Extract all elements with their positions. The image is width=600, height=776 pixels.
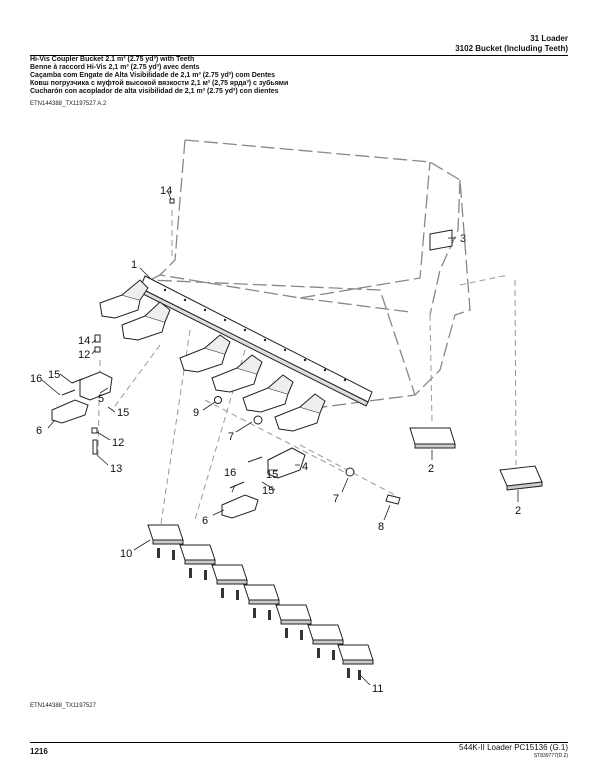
callout-15-alt: 15 (117, 407, 129, 419)
footer-info: 544K-II Loader PC15136 (G.1) ST839777(D.… (459, 744, 568, 760)
callout-12: 12 (78, 349, 90, 361)
tooth-assembly-right (169, 198, 401, 519)
title-english: Hi-Vis Coupler Bucket 2.1 m³ (2.75 yd³) … (30, 56, 195, 63)
callout-15-c: 15 (266, 469, 278, 481)
tooth-group (99, 279, 326, 432)
callout-14: 14 (160, 185, 172, 197)
callout-6-alt: 6 (202, 515, 208, 527)
callout-6: 6 (36, 425, 42, 437)
footer-model: 544K-II Loader PC15136 (G.1) (459, 743, 568, 752)
bucket-floor (147, 274, 416, 396)
wear-plates (147, 524, 374, 680)
page-number: 1216 (30, 747, 48, 756)
tooth-assembly-left (51, 334, 113, 455)
figure-titles: Hi-Vis Coupler Bucket 2.1 m³ (2.75 yd³) … (30, 56, 288, 96)
decal-part (429, 229, 453, 251)
callout-2: 2 (428, 463, 434, 475)
callout-14-alt: 14 (78, 335, 90, 347)
footer-code: ST839777(D.2) (533, 753, 568, 759)
callout-16: 16 (30, 373, 42, 385)
title-russian: Ковш погрузчика с муфтой высокой вязкост… (30, 80, 289, 87)
exploded-parts-diagram: 14 1 3 2 2 14 12 16 15 5 15 6 12 13 9 7 … (30, 139, 543, 695)
callout-4: 4 (302, 461, 308, 473)
subsection-title: 3102 Bucket (Including Teeth) (455, 44, 568, 53)
callout-15: 15 (48, 369, 60, 381)
title-portuguese: Caçamba com Engate de Alta Visibilidade … (30, 72, 276, 79)
figure-id-top: ETN144388_TX1197527 A.2 (30, 101, 107, 107)
callout-8: 8 (378, 521, 384, 533)
bucket-outline (184, 139, 471, 411)
callout-15-d: 15 (262, 485, 274, 497)
callout-7-alt: 7 (333, 493, 339, 505)
callout-3: 3 (460, 233, 466, 245)
callout-16-alt: 16 (224, 467, 236, 479)
header-rule (30, 55, 568, 56)
bucket-back (158, 139, 431, 299)
callout-11: 11 (372, 683, 383, 695)
figure-id-bottom: ETN144388_TX1197527 (30, 703, 96, 709)
title-spanish: Cucharón con acoplador de alta visibilid… (30, 88, 279, 95)
callout-10: 10 (120, 548, 132, 560)
wear-pads (409, 427, 543, 491)
section-title: 31 Loader (530, 34, 568, 43)
callout-2-alt: 2 (515, 505, 521, 517)
callout-1: 1 (131, 259, 137, 271)
callout-9: 9 (193, 407, 199, 419)
title-french: Benne à raccord Hi-Vis 2,1 m³ (2.75 yd³)… (30, 64, 200, 71)
callout-12-alt: 12 (112, 437, 124, 449)
callout-7: 7 (228, 431, 234, 443)
callout-5: 5 (98, 393, 104, 405)
callout-13: 13 (110, 463, 122, 475)
bucket-side (429, 179, 461, 316)
footer-rule (30, 742, 568, 743)
bucket-lip-line (299, 297, 411, 313)
cutting-edge (138, 275, 373, 407)
